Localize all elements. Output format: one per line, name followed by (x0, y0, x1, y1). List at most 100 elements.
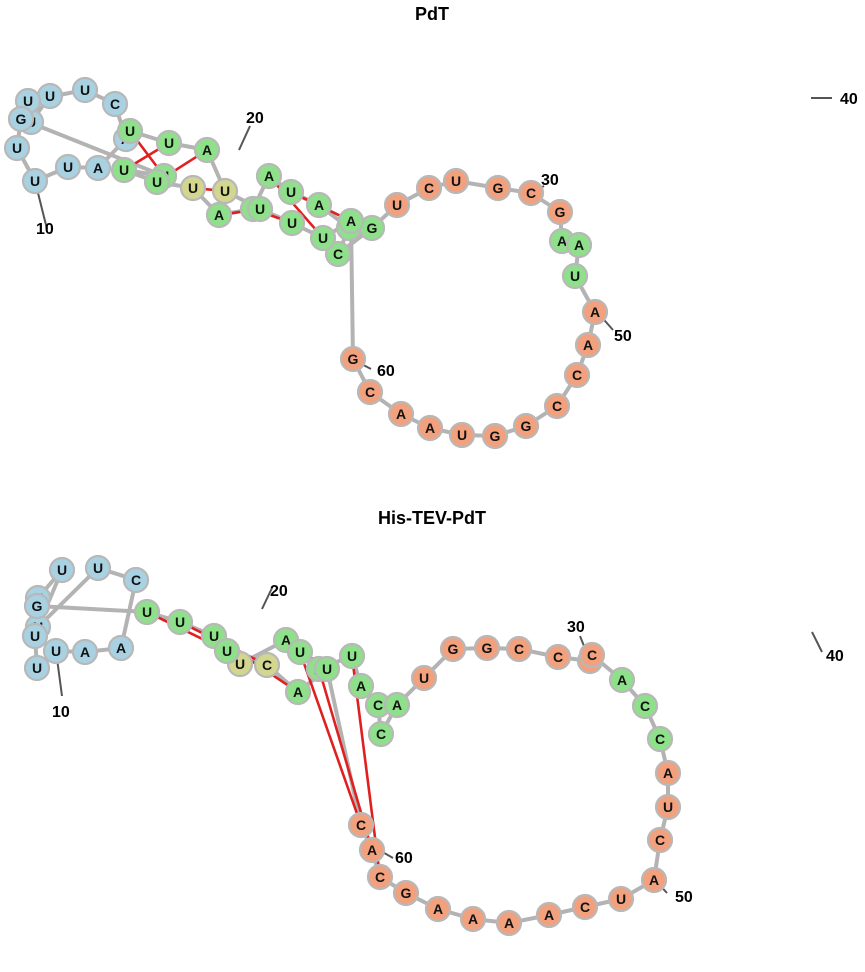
nucleotide: U (213, 637, 241, 665)
nucleotide-circle (179, 174, 207, 202)
nucleotide: A (305, 191, 333, 219)
nucleotide: C (563, 361, 591, 389)
nucleotide-letter: A (264, 168, 274, 184)
nucleotide-circle (608, 666, 636, 694)
nucleotide-circle (313, 655, 341, 683)
nucleotide: C (571, 893, 599, 921)
nucleotide: U (54, 153, 82, 181)
nucleotide-circle (544, 643, 572, 671)
nucleotide-letter: A (617, 672, 627, 688)
nucleotide-letter: U (616, 891, 626, 907)
nucleotide: A (640, 866, 668, 894)
nucleotide-circle (253, 651, 281, 679)
nucleotide-letter: A (392, 697, 402, 713)
nucleotide: U (110, 156, 138, 184)
nucleotide-letter: U (12, 140, 22, 156)
nucleotide-circle (23, 654, 51, 682)
nucleotide-circle (546, 198, 574, 226)
nucleotide: U (309, 224, 337, 252)
nucleotide-letter: C (333, 246, 343, 262)
nucleotide-circle (581, 298, 609, 326)
nucleotide: U (313, 655, 341, 683)
nucleotide-letter: C (131, 572, 141, 588)
nucleotide-letter: A (293, 684, 303, 700)
nucleotide-circle (246, 195, 274, 223)
nucleotide: U (246, 195, 274, 223)
backbone-segment (36, 566, 100, 629)
nucleotide: U (116, 117, 144, 145)
nucleotide-letter: U (451, 173, 461, 189)
nucleotide: G (339, 345, 367, 373)
nucleotide-letter: G (521, 418, 532, 434)
nucleotide-circle (84, 154, 112, 182)
nucleotide-circle (415, 174, 443, 202)
nucleotide-circle (459, 905, 487, 933)
nucleotide: A (347, 672, 375, 700)
position-tick (238, 125, 251, 151)
nucleotide: U (338, 642, 366, 670)
nucleotide: C (646, 725, 674, 753)
nucleotide: A (654, 759, 682, 787)
nucleotide: A (107, 634, 135, 662)
nucleotide: C (505, 635, 533, 663)
nucleotide-letter: U (457, 427, 467, 443)
position-label: 50 (675, 889, 693, 906)
nucleotide: U (179, 174, 207, 202)
position-label: 20 (246, 110, 264, 127)
nucleotide-circle (278, 209, 306, 237)
nucleotide: U (42, 637, 70, 665)
nucleotide: U (71, 76, 99, 104)
nucleotide-circle (347, 672, 375, 700)
nucleotide-circle (277, 178, 305, 206)
nucleotide: U (84, 554, 112, 582)
nucleotide-letter: A (590, 304, 600, 320)
nucleotide-circle (155, 129, 183, 157)
nucleotide-letter: C (572, 367, 582, 383)
nucleotide: C (517, 179, 545, 207)
nucleotide-letter: A (544, 907, 554, 923)
nucleotide: U (654, 793, 682, 821)
nucleotide-letter: G (555, 204, 566, 220)
nucleotide-circle (71, 638, 99, 666)
nucleotide-letter: C (373, 697, 383, 713)
position-tick (811, 631, 823, 653)
structure-title-his-tev-pdt: His-TEV-PdT (378, 508, 486, 528)
nucleotide: A (358, 836, 386, 864)
nucleotide: G (481, 422, 509, 450)
nucleotide: C (578, 641, 606, 669)
nucleotide-circle (561, 262, 589, 290)
nucleotide: A (84, 154, 112, 182)
base-pair-bond (135, 138, 159, 169)
nucleotide: U (3, 134, 31, 162)
position-label: 40 (840, 91, 858, 108)
backbone-segment (325, 667, 363, 827)
nucleotide: C (415, 174, 443, 202)
base-pair-bond (302, 661, 359, 816)
nucleotide: C (356, 378, 384, 406)
nucleotide-circle (512, 412, 540, 440)
nucleotide: U (607, 885, 635, 913)
nucleotide: U (23, 654, 51, 682)
nucleotide-letter: G (16, 111, 27, 127)
nucleotide: A (255, 162, 283, 190)
nucleotide: A (608, 666, 636, 694)
nucleotide: U (143, 168, 171, 196)
nucleotide: G (439, 635, 467, 663)
nucleotide-letter: U (93, 560, 103, 576)
nucleotide-circle (543, 392, 571, 420)
nucleotide-circle (101, 90, 129, 118)
nucleotide: A (565, 231, 593, 259)
nucleotide-circle (116, 117, 144, 145)
nucleotide-letter: C (553, 649, 563, 665)
nucleotide-circle (607, 885, 635, 913)
nucleotide-circle (654, 793, 682, 821)
nucleotide: U (133, 598, 161, 626)
nucleotide-circle (48, 556, 76, 584)
nucleotide-letter: A (663, 765, 673, 781)
nucleotide: A (193, 136, 221, 164)
nucleotide: U (383, 191, 411, 219)
nucleotide-circle (205, 201, 233, 229)
nucleotide-circle (366, 863, 394, 891)
nucleotide-letter: G (448, 641, 459, 657)
